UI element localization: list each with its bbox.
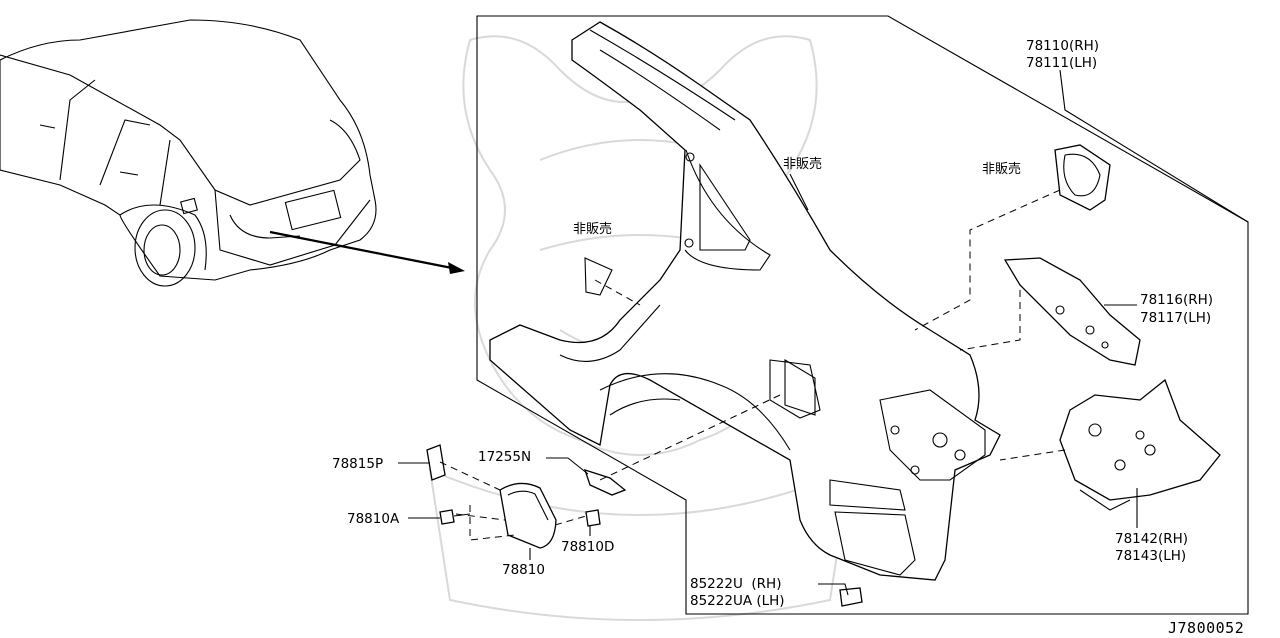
not-for-sale-label: 非販売 [783, 156, 822, 172]
callout-85222U: 85222U (RH) [690, 576, 781, 592]
callout-17255N: 17255N [478, 449, 531, 465]
not-for-sale-notes: 非販売 非販売 非販売 [573, 156, 1021, 237]
rear-fender-panel [489, 21, 1001, 581]
part-78110-extension [1054, 144, 1111, 211]
diagram-code: J7800052 [1168, 619, 1244, 637]
part-callouts: 78110(RH) 78111(LH) 78116(RH) 78117(LH) … [332, 38, 1213, 609]
part-78116-bracket [1003, 257, 1141, 366]
callout-78815P: 78815P [332, 456, 383, 472]
callout-78143: 78143(LH) [1115, 548, 1186, 564]
callout-78111: 78111(LH) [1026, 55, 1097, 71]
part-78142-extension [1059, 378, 1221, 511]
leader-lines [398, 69, 1249, 596]
assembly-frame [476, 15, 1249, 615]
not-for-sale-label: 非販売 [982, 161, 1021, 177]
callout-78810A: 78810A [347, 511, 400, 527]
callout-78117: 78117(LH) [1140, 310, 1211, 326]
callout-78110: 78110(RH) [1026, 38, 1099, 54]
direction-arrow [269, 230, 465, 274]
callout-85222UA: 85222UA (LH) [690, 593, 785, 609]
relation-lines [439, 189, 1066, 541]
callout-78142: 78142(RH) [1115, 531, 1188, 547]
callout-78810D: 78810D [561, 539, 614, 555]
callout-78810: 78810 [502, 562, 545, 578]
not-for-sale-label: 非販売 [573, 221, 612, 237]
callout-78116: 78116(RH) [1140, 292, 1213, 308]
fuel-lid-parts [426, 444, 863, 607]
vehicle-overview [0, 19, 377, 287]
